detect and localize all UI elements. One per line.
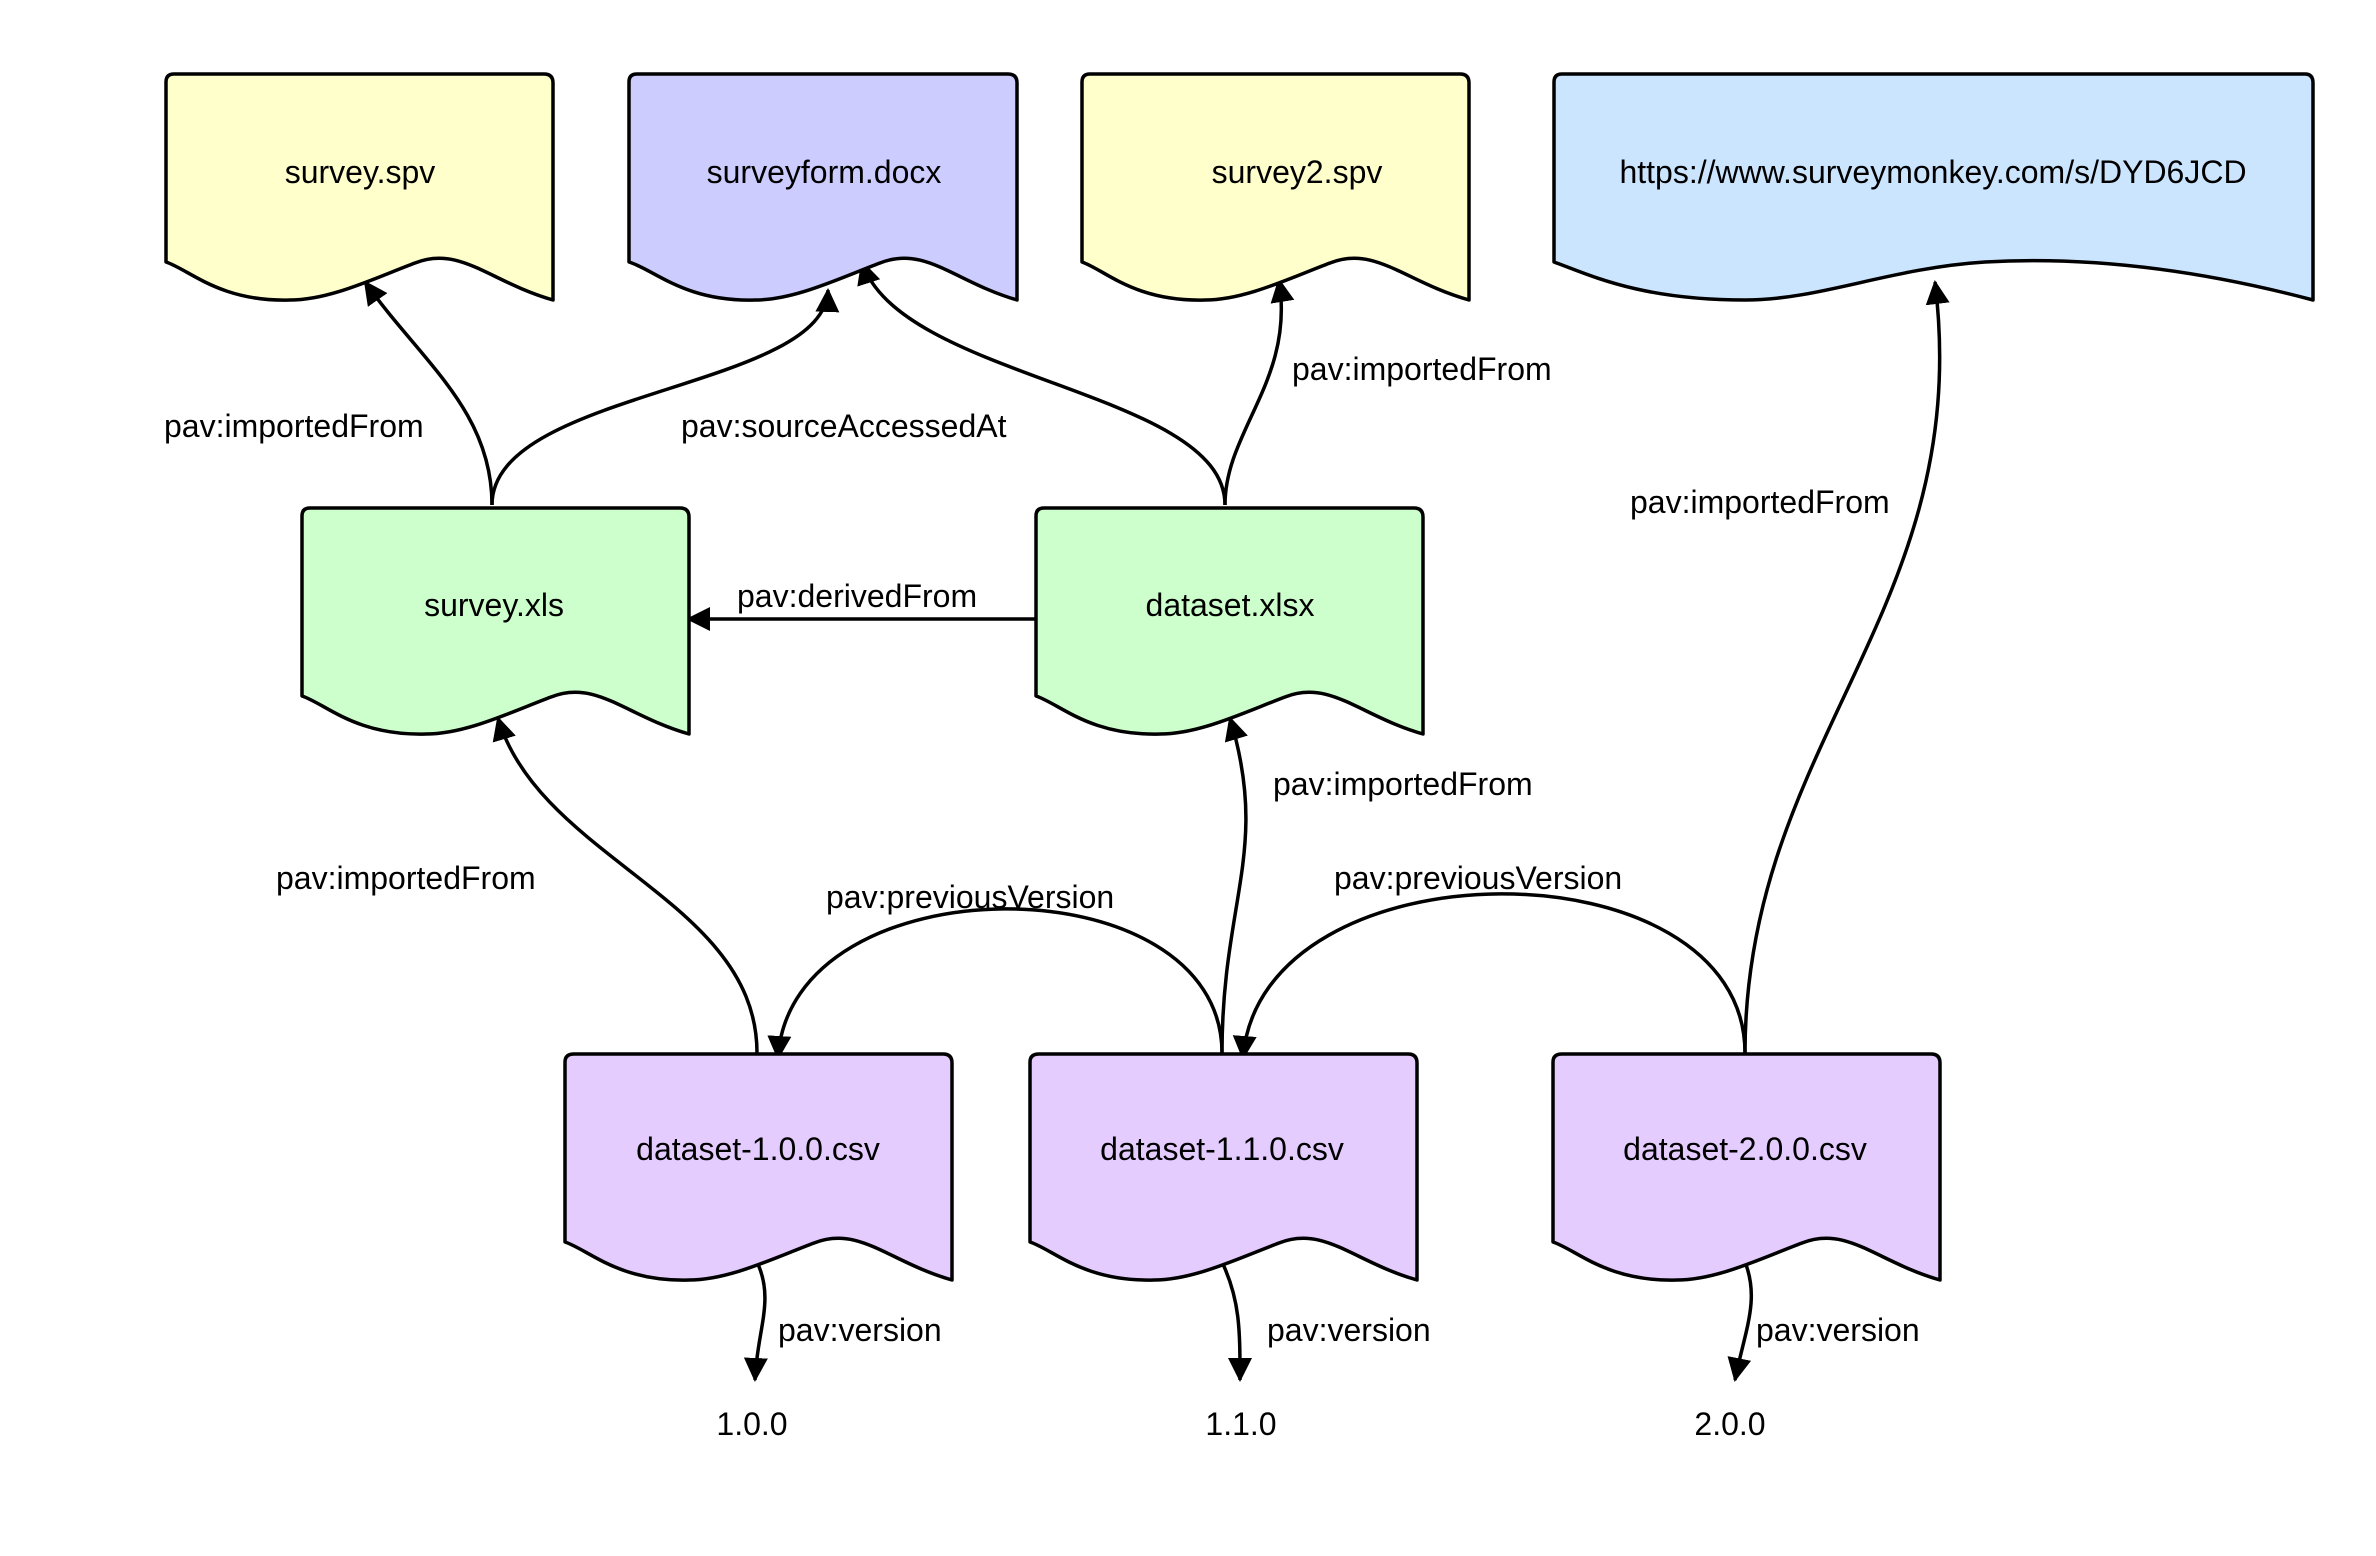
literal-v100: 1.0.0	[716, 1406, 787, 1442]
edge-100-to-xls	[492, 716, 759, 1054]
edge-xlsx-to-docx	[857, 260, 1227, 506]
survey-spv-label: survey.spv	[285, 154, 436, 190]
label-ver-110: pav:version	[1267, 1312, 1431, 1348]
surveymonkey-url-shape	[1552, 72, 2315, 302]
dataset-200-label: dataset-2.0.0.csv	[1623, 1131, 1867, 1167]
dataset-xlsx-label: dataset.xlsx	[1146, 587, 1315, 623]
label-110-to-xlsx: pav:importedFrom	[1273, 766, 1533, 802]
node-survey2-spv[interactable]: survey2.spv	[1080, 72, 1471, 302]
dataset-xlsx-shape	[1034, 506, 1425, 736]
node-dataset-200[interactable]: dataset-2.0.0.csv	[1551, 1052, 1942, 1282]
label-xls-to-spv: pav:importedFrom	[164, 408, 424, 444]
edge-ver-100	[743, 1261, 768, 1382]
edge-ver-110	[1220, 1261, 1252, 1382]
edge-110-to-100	[767, 907, 1224, 1060]
node-dataset-100[interactable]: dataset-1.0.0.csv	[563, 1052, 954, 1282]
label-200-to-110: pav:previousVersion	[1334, 860, 1622, 896]
dataset-200-shape	[1551, 1052, 1942, 1282]
surveymonkey-url-label: https://www.surveymonkey.com/s/DYD6JCD	[1619, 154, 2246, 190]
label-ver-100: pav:version	[778, 1312, 942, 1348]
dataset-110-shape	[1028, 1052, 1419, 1282]
node-dataset-xlsx[interactable]: dataset.xlsx	[1034, 506, 1425, 736]
node-surveymonkey-url[interactable]: https://www.surveymonkey.com/s/DYD6JCD	[1552, 72, 2315, 302]
edge-xls-to-docx	[490, 288, 840, 506]
survey2-spv-shape	[1080, 72, 1471, 302]
literal-v110: 1.1.0	[1205, 1406, 1276, 1442]
edge-xlsx-to-spv2	[1223, 278, 1295, 506]
surveyform-docx-label: surveyform.docx	[707, 154, 942, 190]
dataset-110-label: dataset-1.1.0.csv	[1100, 1131, 1344, 1167]
label-xlsx-to-xls: pav:derivedFrom	[737, 578, 977, 614]
literal-v200: 2.0.0	[1694, 1406, 1765, 1442]
edge-200-to-url	[1743, 280, 1950, 1054]
label-100-to-xls: pav:importedFrom	[276, 860, 536, 896]
node-survey-spv[interactable]: survey.spv	[164, 72, 555, 302]
edge-200-to-110	[1232, 892, 1747, 1060]
node-survey-xls[interactable]: survey.xls	[300, 506, 691, 736]
label-ver-200: pav:version	[1756, 1312, 1920, 1348]
label-200-to-url: pav:importedFrom	[1630, 484, 1890, 520]
edge-ver-200	[1727, 1261, 1754, 1382]
dataset-100-shape	[563, 1052, 954, 1282]
survey-spv-shape	[164, 72, 555, 302]
edge-xls-to-spv	[363, 280, 494, 506]
edge-110-to-xlsx	[1220, 716, 1248, 1054]
survey-xls-label: survey.xls	[424, 587, 564, 623]
survey-xls-shape	[300, 506, 691, 736]
dataset-100-label: dataset-1.0.0.csv	[636, 1131, 880, 1167]
node-surveyform-docx[interactable]: surveyform.docx	[627, 72, 1019, 302]
surveyform-docx-shape	[627, 72, 1019, 302]
survey2-spv-label: survey2.spv	[1212, 154, 1383, 190]
label-110-to-100: pav:previousVersion	[826, 879, 1114, 915]
node-dataset-110[interactable]: dataset-1.1.0.csv	[1028, 1052, 1419, 1282]
label-xlsx-to-spv2: pav:importedFrom	[1292, 351, 1552, 387]
label-xls-to-docx: pav:sourceAccessedAt	[681, 408, 1007, 444]
